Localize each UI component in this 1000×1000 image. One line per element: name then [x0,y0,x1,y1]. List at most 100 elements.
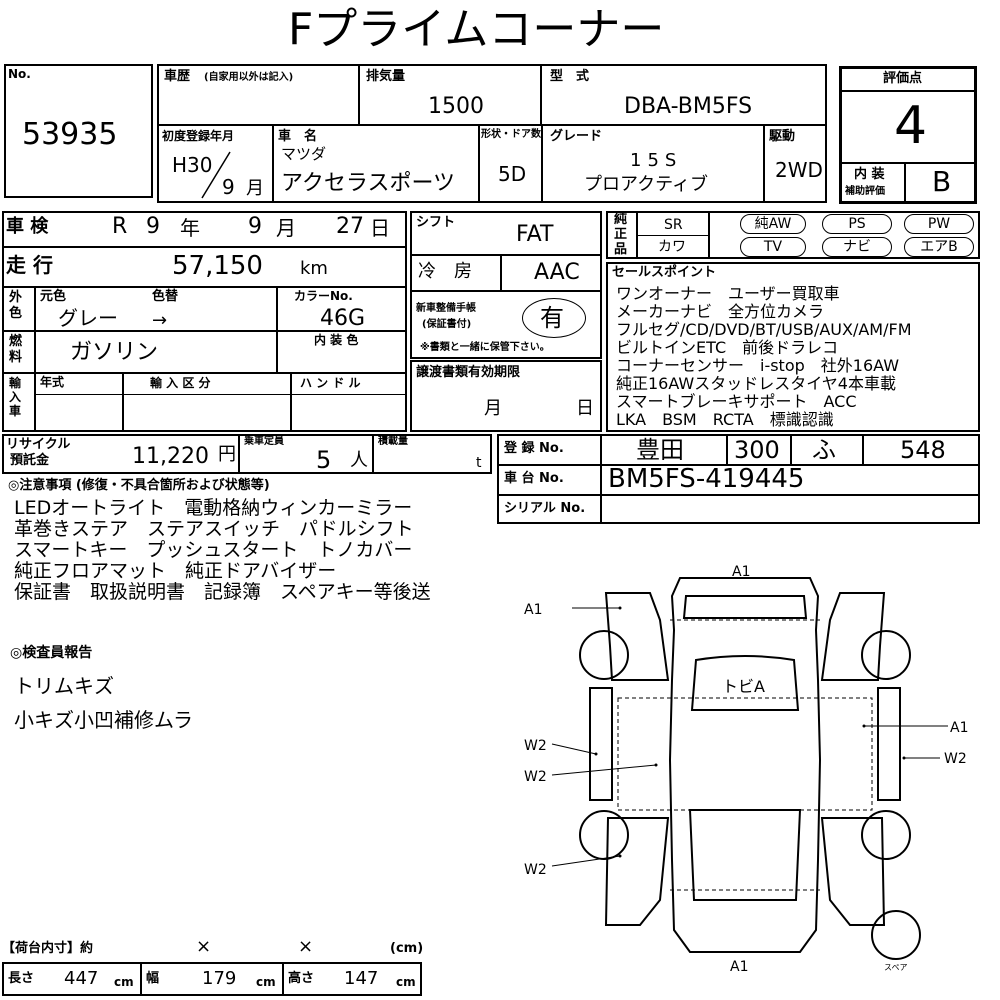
ac-value: AAC [534,260,580,285]
displacement-label: 排気量 [366,69,406,84]
shift-value: FAT [516,222,554,247]
inspector-line: トリムキズ [14,674,114,698]
cargo-x2: × [298,936,314,957]
note-line: 革巻きステア ステアスイッチ パドルシフト [14,518,414,540]
sales-points-label: セールスポイント [612,265,717,280]
inspection-label: 車 検 [6,216,49,237]
ac-label: 冷 房 [418,261,472,282]
sales-point: コーナーセンサー i-stop 社外16AW [616,356,900,375]
registration-class: 300 [734,436,780,464]
history-note: (自家用以外は記入) [204,72,294,83]
color-orig-value: グレー [58,306,118,330]
cargo-height-unit: cm [396,975,416,989]
lot-number: 53935 [22,117,118,152]
equip-tv: TV [740,237,806,257]
recycle-row [2,434,492,474]
spare-label: スペア [884,963,907,972]
registration-number: 548 [900,436,946,464]
mark-left-w2-2: W2 [524,769,547,785]
chassis-label: 車 台 No. [504,471,564,486]
equip-navi: ナビ [822,237,892,257]
first-reg-year: H30 [172,153,213,177]
mileage-value: 57,150 [172,251,263,281]
model-type-value: DBA-BM5FS [624,94,753,119]
load-unit: t [476,455,482,471]
inspection-year: 9 [146,214,160,239]
fuel-label: 燃料 [9,334,23,365]
import-label: 輸入車 [9,376,22,418]
transfer-day-unit: 日 [576,398,594,419]
chassis-value: BM5FS-419445 [608,464,805,494]
recycle-label2: 預託金 [10,453,50,468]
sales-point: メーカーナビ 全方位カメラ [616,302,825,321]
mark-left-w2-1: W2 [524,738,547,754]
import-year-label: 年式 [40,375,65,389]
cargo-unit-label: (cm) [390,941,424,956]
equip-power-steering: PS [822,214,892,234]
transfer-box [410,360,602,432]
inspection-month: 9 [248,214,262,239]
registration-table [497,434,980,524]
inspection-day: 27 [336,214,364,239]
sales-points-list: ワンオーナー ユーザー買取車 メーカーナビ 全方位カメラ フルセグ/CD/DVD… [616,285,912,429]
note-line: 純正フロアマット 純正ドアバイザー [14,560,337,582]
sales-point: スマートブレーキサポート ACC [616,392,857,411]
inspection-era: R [112,214,128,239]
load-label: 積載量 [378,436,408,447]
color-label: 外色 [9,290,23,321]
fuel-value: ガソリン [70,340,159,365]
cargo-width-label: 幅 [146,971,160,986]
color-arrow: → [152,310,168,331]
mark-roof: トビA [722,677,765,696]
displacement-value: 1500 [428,94,484,119]
first-reg-label: 初度登録年月 [162,129,235,143]
mark-bottom: A1 [730,959,748,975]
cargo-length-label: 長さ [8,971,35,986]
mark-right-a1: A1 [950,720,968,736]
page-title: Fプライムコーナー [288,4,665,55]
grade-line2: プロアクティブ [584,174,709,195]
car-name-label: 車 名 [278,129,318,144]
equipment-leather: カワ [658,239,686,255]
model-type-label: 型 式 [550,69,590,84]
sales-point: ワンオーナー ユーザー買取車 [616,284,840,303]
inspector-label: ◎検査員報告 [10,645,93,661]
equip-airbag: エアB [904,237,974,257]
score-label: 評価点 [883,71,923,86]
interior-score-label1: 内 装 [854,167,885,182]
transfer-label: 譲渡書類有効期限 [416,365,521,380]
color-change-label: 色替 [152,289,179,304]
sales-point: 純正16AWスタッドレスタイヤ4本車載 [616,374,896,393]
registration-label: 登 録 No. [504,441,564,456]
cargo-length-value: 447 [64,968,99,989]
maintenance-value: 有 [540,304,564,332]
maintenance-label1: 新車整備手帳 [416,303,476,314]
serial-label: シリアル No. [504,501,586,516]
drive-value: 2WD [775,158,823,182]
interior-score-label2: 補助評価 [845,186,885,197]
notes-label: ◎注意事項 (修復・不具合箇所および状態等) [8,478,270,493]
mark-right-w2: W2 [944,751,967,767]
grade-line1: 15S [630,150,683,171]
import-handle-label: ハ ン ド ル [300,376,361,390]
history-label: 車歴 [164,69,191,84]
color-orig-label: 元色 [40,289,67,304]
sales-point: LKA BSM RCTA 標識認識 [616,410,834,429]
capacity-value: 5 [316,446,332,474]
cargo-label: 【荷台内寸】約 [2,941,94,956]
shift-ac-table [410,211,602,359]
maintenance-note: ※書類と一緒に保管下さい。 [420,342,550,353]
inspection-month-unit: 月 [276,216,296,240]
sales-point: ビルトインETC 前後ドラレコ [616,338,839,357]
sales-points-box [606,262,980,432]
car-damage-diagram: A1 A1 トビA A1 W2 W2 W2 W2 A1 スペア [524,564,968,975]
grade-label: グレード [550,129,603,144]
inspection-day-unit: 日 [370,216,390,240]
cargo-x1: × [196,936,212,957]
info-table [2,211,407,432]
vehicle-header-grid [157,64,827,203]
capacity-unit: 人 [350,450,368,471]
drive-label: 駆動 [769,129,796,144]
cargo-table [2,962,422,996]
lot-label: No. [8,67,31,81]
